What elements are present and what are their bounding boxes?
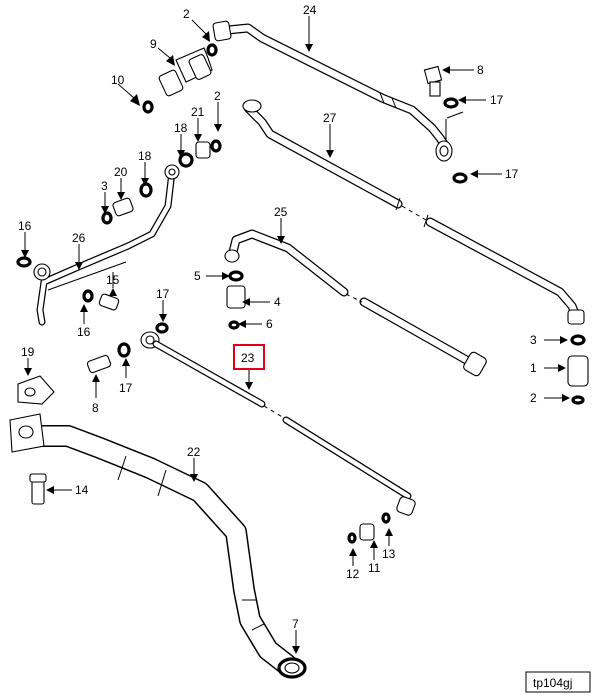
callout-11: 11	[368, 561, 381, 575]
callout-4: 4	[274, 295, 281, 309]
fitting-4	[226, 270, 246, 330]
callout-17: 17	[119, 381, 133, 395]
callout-5: 5	[194, 269, 201, 283]
fitting-9	[142, 43, 218, 114]
fitting-20	[16, 182, 153, 268]
callout-2: 2	[183, 7, 190, 21]
callout-23: 23	[241, 351, 255, 365]
callout-3: 3	[530, 333, 537, 347]
callout-6: 6	[266, 317, 273, 331]
callout-16: 16	[77, 325, 91, 339]
callout-26: 26	[72, 231, 86, 245]
callout-8: 8	[477, 63, 484, 77]
callout-3: 3	[101, 179, 108, 193]
leader-lines	[21, 16, 570, 654]
callout-2: 2	[214, 89, 221, 103]
callout-22: 22	[187, 445, 201, 459]
highlight-box	[233, 344, 265, 370]
fitting-21	[178, 139, 222, 168]
tube-25	[224, 229, 487, 377]
callout-17: 17	[505, 167, 519, 181]
callout-1: 1	[530, 361, 537, 375]
callout-21: 21	[191, 105, 205, 119]
bolt-14	[29, 473, 47, 505]
callout-13: 13	[382, 547, 396, 561]
callout-18: 18	[174, 121, 188, 135]
banjo-bolt-15	[82, 289, 120, 311]
figure-id: tp104gj	[533, 676, 572, 690]
callout-labels: 24 2 9 8 17 10 2 21 18 27 17 18 20 3 16 …	[18, 3, 537, 631]
callout-9: 9	[150, 37, 157, 51]
callout-20: 20	[114, 165, 128, 179]
callout-10: 10	[111, 73, 125, 87]
callout-24: 24	[303, 3, 317, 17]
callout-14: 14	[75, 483, 89, 497]
tube-23	[140, 322, 416, 516]
callout-8: 8	[92, 401, 99, 415]
fitting-1	[567, 334, 589, 405]
banjo-bolt-8	[423, 65, 468, 184]
callout-16: 16	[18, 219, 32, 233]
tube-22	[9, 375, 307, 679]
callout-12: 12	[346, 567, 360, 581]
callout-17: 17	[156, 287, 170, 301]
callout-15: 15	[106, 273, 120, 287]
callout-18: 18	[138, 149, 152, 163]
callout-25: 25	[274, 205, 288, 219]
callout-19: 19	[21, 345, 35, 359]
banjo-bolt-8-lower	[86, 342, 131, 374]
tube-27	[242, 99, 585, 325]
callout-7: 7	[292, 617, 299, 631]
tube-24	[212, 20, 453, 162]
figure-id-box: tp104gj	[525, 671, 591, 693]
callout-2: 2	[530, 391, 537, 405]
callout-17: 17	[490, 93, 504, 107]
callout-27: 27	[323, 111, 337, 125]
fitting-11	[347, 512, 391, 544]
tube-26	[33, 164, 180, 326]
